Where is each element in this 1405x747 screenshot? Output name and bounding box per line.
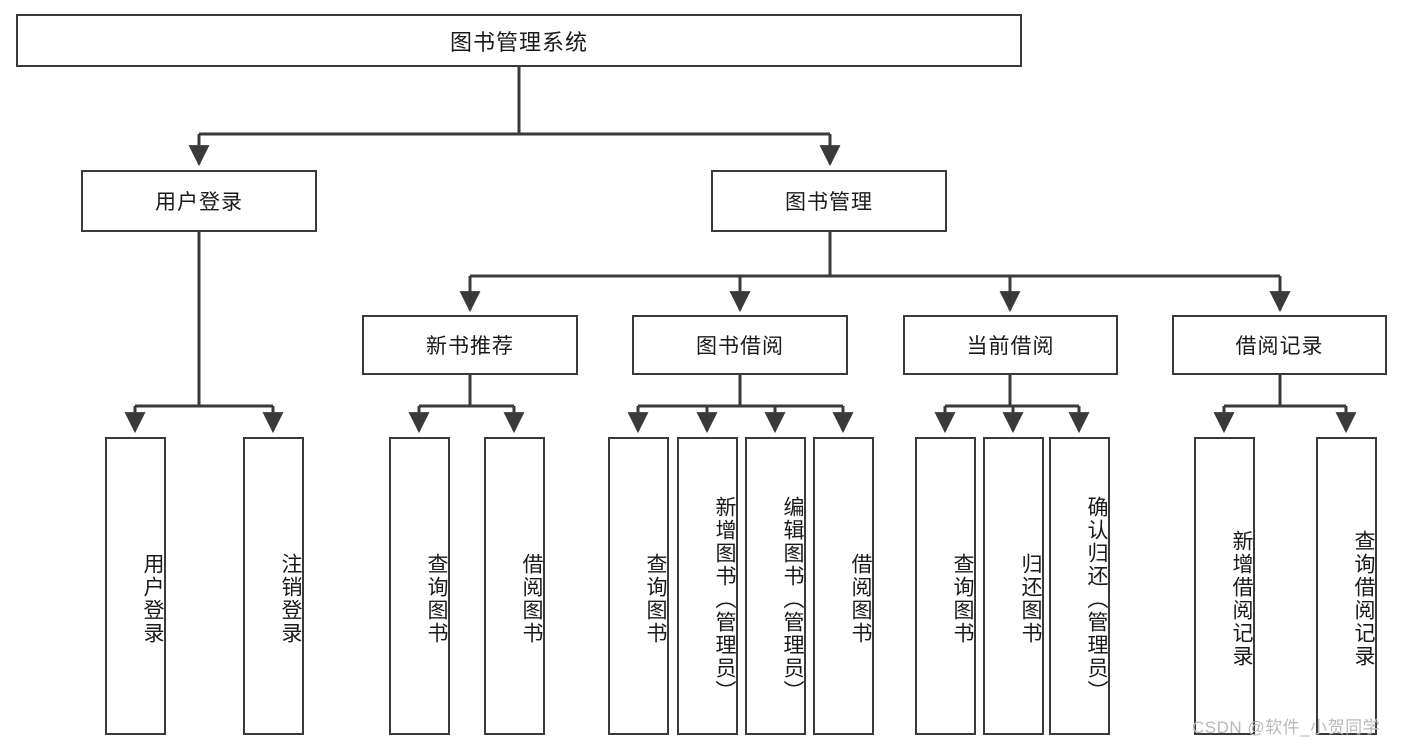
node-leaf-return-book[interactable]: 归还图书	[983, 437, 1044, 735]
node-leaf-confirm-return-label: 确认归还（管理员）	[1085, 495, 1108, 703]
node-leaf-query-record[interactable]: 查询借阅记录	[1316, 437, 1377, 735]
node-leaf-return-book-label: 归还图书	[1019, 553, 1042, 645]
csdn-watermark: CSDN @软件_小贺同学	[1192, 718, 1381, 737]
node-leaf-query-book-2-label: 查询图书	[644, 553, 667, 645]
node-leaf-borrow-book-1[interactable]: 借阅图书	[484, 437, 545, 735]
node-current-borrow[interactable]: 当前借阅	[903, 315, 1118, 375]
node-leaf-user-login[interactable]: 用户登录	[105, 437, 166, 735]
node-leaf-add-book[interactable]: 新增图书（管理员）	[677, 437, 738, 735]
node-leaf-user-logout[interactable]: 注销登录	[243, 437, 304, 735]
node-leaf-query-book-1[interactable]: 查询图书	[389, 437, 450, 735]
node-user-login[interactable]: 用户登录	[81, 170, 317, 232]
node-leaf-edit-book-label: 编辑图书（管理员）	[781, 495, 804, 703]
node-leaf-edit-book[interactable]: 编辑图书（管理员）	[745, 437, 806, 735]
node-leaf-confirm-return[interactable]: 确认归还（管理员）	[1049, 437, 1110, 735]
node-borrow-record[interactable]: 借阅记录	[1172, 315, 1387, 375]
node-book-management[interactable]: 图书管理	[711, 170, 947, 232]
node-book-borrow[interactable]: 图书借阅	[632, 315, 848, 375]
node-leaf-query-book-1-label: 查询图书	[425, 553, 448, 645]
node-leaf-query-book-3[interactable]: 查询图书	[915, 437, 976, 735]
node-root-library-management-system[interactable]: 图书管理系统	[16, 14, 1022, 67]
node-leaf-query-book-3-label: 查询图书	[951, 553, 974, 645]
node-leaf-query-record-label: 查询借阅记录	[1352, 530, 1375, 668]
node-leaf-borrow-book-1-label: 借阅图书	[520, 553, 543, 645]
node-leaf-user-logout-label: 注销登录	[279, 553, 302, 645]
node-new-book-recommend[interactable]: 新书推荐	[362, 315, 578, 375]
node-leaf-user-login-label: 用户登录	[141, 553, 164, 645]
node-leaf-add-book-label: 新增图书（管理员）	[713, 495, 736, 703]
node-leaf-borrow-book-2-label: 借阅图书	[849, 553, 872, 645]
node-leaf-query-book-2[interactable]: 查询图书	[608, 437, 669, 735]
node-leaf-add-record[interactable]: 新增借阅记录	[1194, 437, 1255, 735]
node-leaf-add-record-label: 新增借阅记录	[1230, 530, 1253, 668]
node-leaf-borrow-book-2[interactable]: 借阅图书	[813, 437, 874, 735]
